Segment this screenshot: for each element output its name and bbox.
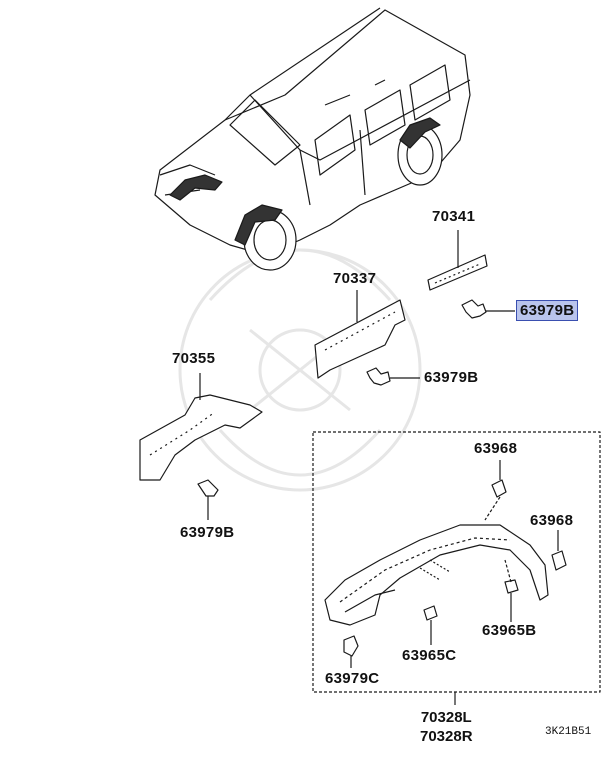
label-70328r[interactable]: 70328R <box>420 728 473 745</box>
part-63979c-drawing <box>343 635 359 668</box>
label-70328l[interactable]: 70328L <box>420 709 472 726</box>
part-63979b-highlight-drawing <box>461 299 515 319</box>
part-63965b-drawing <box>504 559 519 622</box>
label-63979b-highlighted[interactable]: 63979B <box>516 300 579 321</box>
label-63968-right[interactable]: 63968 <box>530 512 574 529</box>
label-63965c[interactable]: 63965C <box>402 647 457 664</box>
part-63968-top-drawing <box>484 460 507 521</box>
label-70355[interactable]: 70355 <box>172 350 216 367</box>
diagram-code: 3K21B51 <box>545 726 592 738</box>
label-63968-top[interactable]: 63968 <box>474 440 518 457</box>
part-70341-drawing <box>427 230 488 291</box>
part-63979b-left-drawing <box>197 479 219 520</box>
label-63965b[interactable]: 63965B <box>482 622 537 639</box>
assembly-box <box>312 431 601 705</box>
label-70337[interactable]: 70337 <box>333 270 377 287</box>
part-70328-drawing <box>324 524 549 626</box>
label-70341[interactable]: 70341 <box>432 208 476 225</box>
part-63979b-mid-drawing <box>366 367 420 386</box>
label-63979b-middle[interactable]: 63979B <box>424 369 479 386</box>
label-70328-group: 70328L 70328R <box>420 708 473 746</box>
part-63965c-drawing <box>423 605 438 645</box>
part-70355-drawing <box>139 373 263 481</box>
part-63968-right-drawing <box>551 530 567 571</box>
part-70337-drawing <box>314 290 406 379</box>
vehicle-outline <box>154 7 471 271</box>
label-63979c[interactable]: 63979C <box>325 670 380 687</box>
watermark-emblem <box>178 248 422 492</box>
label-63979b-left[interactable]: 63979B <box>180 524 235 541</box>
